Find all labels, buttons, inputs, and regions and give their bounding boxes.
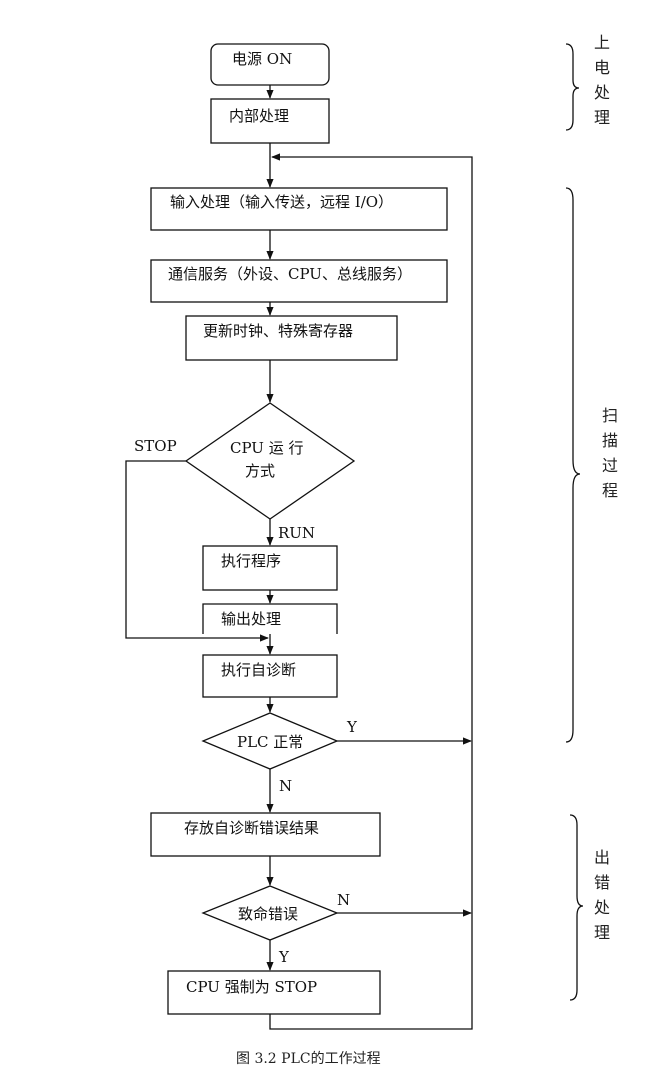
self-diagnosis-label: 执行自诊断 <box>221 661 296 679</box>
scan-side-char-1: 扫 <box>602 406 618 425</box>
power-side-char-3: 处 <box>594 83 610 102</box>
stop-branch-label: STOP <box>134 437 177 455</box>
normal-yes-label: Y <box>346 718 358 736</box>
fatal-error-label: 致命错误 <box>238 905 298 923</box>
return-loop-line <box>269 153 473 1030</box>
normal-no-label: N <box>279 777 292 795</box>
scan-side-char-3: 过 <box>602 456 618 475</box>
power-side-char-2: 电 <box>594 58 610 77</box>
output-process-box <box>202 603 338 634</box>
comm-service-label: 通信服务（外设、CPU、总线服务） <box>168 265 412 283</box>
stop-bypass-line <box>125 460 269 642</box>
update-clock-label: 更新时钟、特殊寄存器 <box>203 322 353 340</box>
scan-side-char-2: 描 <box>602 431 618 450</box>
internal-process-box <box>210 98 330 144</box>
cpu-mode-label-line1: CPU 运 行 <box>230 439 303 457</box>
output-process-label: 输出处理 <box>221 610 281 628</box>
execute-program-label: 执行程序 <box>221 552 281 570</box>
power-side-char-1: 上 <box>594 33 610 52</box>
force-stop-label: CPU 强制为 STOP <box>186 978 317 996</box>
power-on-label: 电源 ON <box>232 50 292 68</box>
fatal-yes-label: Y <box>278 948 290 966</box>
input-process-box <box>150 187 448 231</box>
store-error-label: 存放自诊断错误结果 <box>184 819 319 837</box>
error-side-char-3: 处 <box>594 898 610 917</box>
scan-section-brace <box>565 187 581 743</box>
scan-side-char-4: 程 <box>602 481 618 500</box>
fatal-no-label: N <box>337 891 350 909</box>
self-diagnosis-box <box>202 654 338 698</box>
plc-normal-label: PLC 正常 <box>237 733 303 751</box>
internal-process-label: 内部处理 <box>229 107 289 125</box>
update-clock-box <box>185 315 398 361</box>
run-branch-label: RUN <box>278 524 315 542</box>
cpu-mode-decision <box>184 402 356 520</box>
cpu-mode-label-line2: 方式 <box>245 462 275 480</box>
power-section-brace <box>565 43 580 131</box>
error-side-char-4: 理 <box>594 923 610 942</box>
store-error-box <box>150 812 381 857</box>
input-process-label: 输入处理（输入传送，远程 I/O） <box>170 193 393 211</box>
error-section-brace <box>569 814 584 1001</box>
power-side-char-4: 理 <box>594 108 610 127</box>
comm-service-box <box>150 259 448 303</box>
error-side-char-2: 错 <box>594 873 610 892</box>
figure-caption: 图 3.2 PLC的工作过程 <box>236 1051 381 1067</box>
error-side-char-1: 出 <box>594 848 610 867</box>
force-stop-box <box>167 970 381 1015</box>
